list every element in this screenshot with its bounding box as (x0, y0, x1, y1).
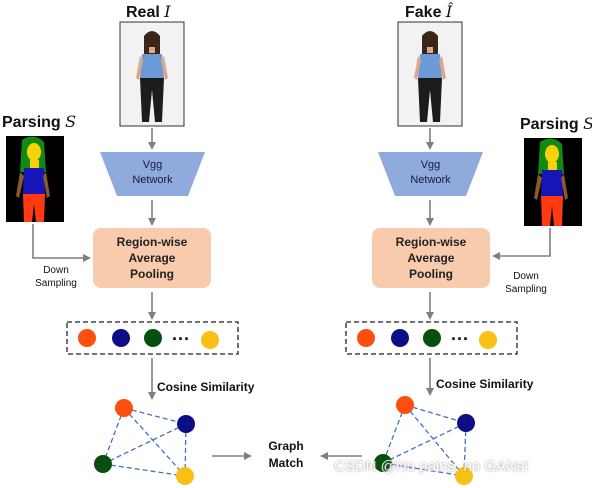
left-graph-node-navy (177, 415, 195, 433)
right-feature-ellipsis: ... (451, 324, 470, 344)
right-vgg-network (378, 152, 483, 196)
graph-match-line2: Match (268, 456, 304, 470)
fake-title-text: Fake (405, 4, 442, 21)
left-feature-box (66, 321, 239, 355)
right-pool-line2: Average (407, 251, 455, 265)
right-vgg-line1: Vgg (420, 159, 441, 171)
real-symbol: I (164, 2, 171, 21)
flow-arrows (32, 128, 551, 460)
left-parsing-title: Parsing S (2, 112, 76, 132)
right-parsing-text: Parsing (520, 116, 579, 133)
right-feature-green (423, 329, 441, 347)
fake-image (397, 21, 463, 127)
graph-match-label: Graph Match (258, 438, 314, 472)
left-down-line1: Down (43, 265, 69, 276)
left-vgg-label: Vgg Network (117, 158, 188, 188)
right-down-line1: Down (513, 271, 539, 282)
left-graph-node-green (94, 455, 112, 473)
left-parsing-map (6, 136, 64, 222)
left-feature-ellipsis: ... (172, 324, 191, 344)
fake-symbol: Î (445, 2, 453, 21)
right-parsing-map (524, 138, 582, 226)
right-feature-navy (391, 329, 409, 347)
real-image (119, 21, 185, 127)
real-title: Real I (126, 2, 171, 22)
right-parsing-title: Parsing S (520, 114, 592, 134)
right-vgg-line2: Network (410, 174, 451, 186)
real-title-text: Real (126, 4, 160, 21)
right-pool-line1: Region-wise (395, 235, 467, 249)
left-vgg-line2: Network (132, 174, 173, 186)
left-pooling-box (93, 228, 211, 288)
right-graph-node-orange (396, 396, 414, 414)
left-down-sampling-label: Down Sampling (28, 264, 84, 290)
left-graph-node-yellow (176, 467, 194, 485)
left-feature-yellow (201, 331, 219, 349)
right-graph-node-green (374, 454, 392, 472)
left-parsing-symbol: S (65, 112, 77, 131)
graph-match-line1: Graph (268, 439, 304, 453)
left-pool-line1: Region-wise (116, 235, 188, 249)
left-feature-green (144, 329, 162, 347)
left-pool-line3: Pooling (130, 267, 174, 281)
left-graph-edges (102, 407, 187, 477)
right-cosine-similarity-label: Cosine Similarity (436, 377, 534, 391)
right-feature-yellow (479, 331, 497, 349)
left-pool-label: Region-wise Average Pooling (93, 234, 211, 282)
left-feature-orange (78, 329, 96, 347)
right-down-sampling-label: Down Sampling (496, 270, 556, 296)
right-graph-node-yellow (455, 467, 473, 485)
fake-title: Fake Î (405, 2, 452, 22)
right-feature-orange (357, 329, 375, 347)
left-down-line2: Sampling (35, 278, 77, 289)
right-down-line2: Sampling (505, 284, 547, 295)
right-graph-node-navy (457, 414, 475, 432)
left-parsing-text: Parsing (2, 114, 61, 131)
left-vgg-line1: Vgg (142, 159, 163, 171)
right-pool-line3: Pooling (409, 267, 453, 281)
right-pool-label: Region-wise Average Pooling (372, 234, 490, 282)
right-vgg-label: Vgg Network (395, 158, 466, 188)
right-parsing-symbol: S (583, 114, 592, 133)
left-pool-line2: Average (128, 251, 176, 265)
left-feature-navy (112, 329, 130, 347)
left-cosine-similarity-label: Cosine Similarity (157, 380, 255, 394)
right-feature-box (345, 321, 518, 355)
right-pooling-box (372, 228, 490, 288)
watermark: CSDN @No pains, no GANs! (334, 458, 529, 475)
left-graph-node-orange (115, 399, 133, 417)
left-vgg-network (100, 152, 205, 196)
